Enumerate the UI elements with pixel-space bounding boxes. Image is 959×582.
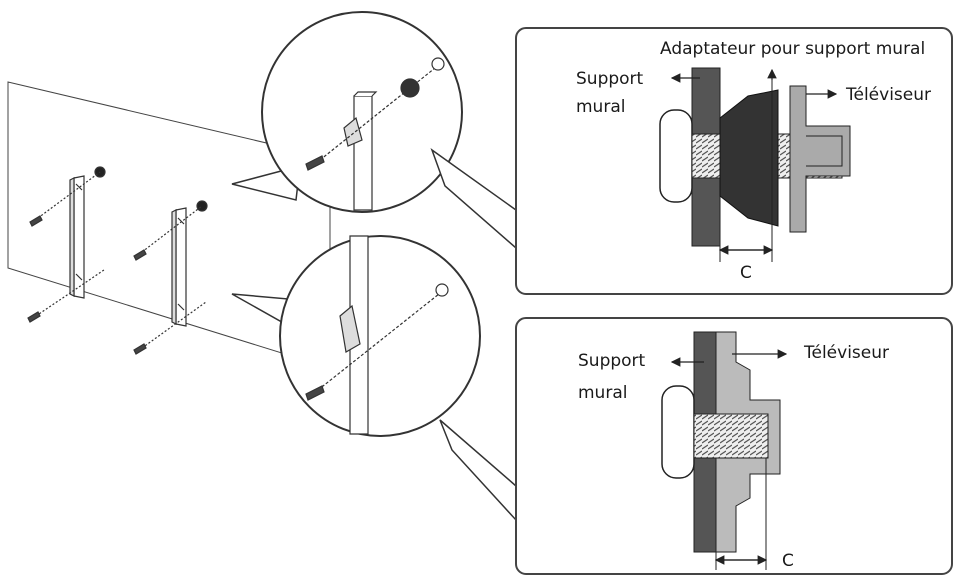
wall-mount-label-top-line2: mural [576, 97, 625, 117]
bottom-callout-wedge [439, 419, 517, 522]
adapter-label: Adaptateur pour support mural [660, 39, 925, 59]
dimension-c-bottom: C [782, 551, 794, 571]
upper-zoom-callout [231, 11, 463, 213]
dimension-c-top: C [740, 263, 752, 283]
wall-mount-label-bottom-line2: mural [578, 383, 627, 403]
wall-mount-label-bottom: Support [578, 351, 646, 371]
right-wall-bracket [133, 200, 208, 355]
lower-zoom-callout [231, 235, 481, 437]
tv-label-top: Téléviseur [845, 85, 931, 105]
top-callout-wedge [430, 147, 517, 250]
bottom-detail-panel: Support mural Téléviseur C [515, 317, 953, 575]
wall-mount-label-top: Support [576, 69, 644, 89]
top-detail-panel: Adaptateur pour support mural Support mu… [515, 27, 953, 295]
left-wall-bracket [27, 166, 106, 323]
tv-label-bottom: Téléviseur [803, 343, 889, 363]
